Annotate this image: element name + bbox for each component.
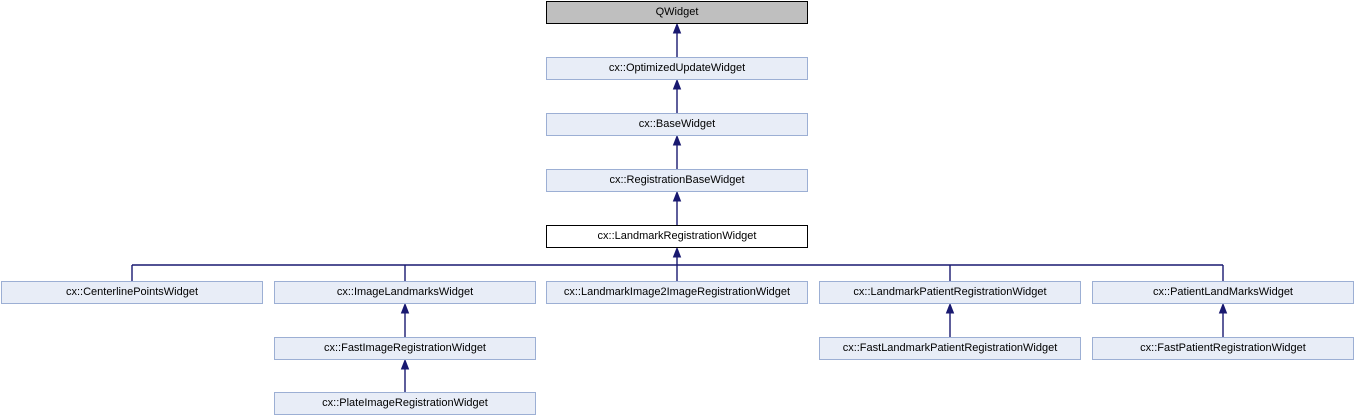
node-cx-fastpatientregistrationwidget[interactable]: cx::FastPatientRegistrationWidget (1092, 337, 1354, 360)
arrowhead (672, 190, 682, 202)
node-cx-landmarkregistrationwidget: cx::LandmarkRegistrationWidget (546, 225, 808, 248)
node-cx-fastlandmarkpatientregistrationwidget[interactable]: cx::FastLandmarkPatientRegistrationWidge… (819, 337, 1081, 360)
arrowhead (400, 358, 410, 370)
node-cx-optimizedupdatewidget[interactable]: cx::OptimizedUpdateWidget (546, 57, 808, 80)
node-cx-registrationbasewidget[interactable]: cx::RegistrationBaseWidget (546, 169, 808, 192)
node-cx-fastimageregistrationwidget[interactable]: cx::FastImageRegistrationWidget (274, 337, 536, 360)
node-cx-landmarkpatientregistrationwidget[interactable]: cx::LandmarkPatientRegistrationWidget (819, 281, 1081, 304)
node-cx-landmarkimage2imageregistrationwidget[interactable]: cx::LandmarkImage2ImageRegistrationWidge… (546, 281, 808, 304)
arrowhead (672, 22, 682, 34)
arrowhead (672, 246, 682, 258)
node-qwidget: QWidget (546, 1, 808, 24)
node-cx-imagelandmarkswidget[interactable]: cx::ImageLandmarksWidget (274, 281, 536, 304)
arrowhead (672, 78, 682, 90)
node-cx-basewidget[interactable]: cx::BaseWidget (546, 113, 808, 136)
node-cx-patientlandmarkswidget[interactable]: cx::PatientLandMarksWidget (1092, 281, 1354, 304)
arrowhead (1218, 302, 1228, 314)
node-cx-plateimageregistrationwidget[interactable]: cx::PlateImageRegistrationWidget (274, 392, 536, 415)
node-cx-centerlinepointswidget[interactable]: cx::CenterlinePointsWidget (1, 281, 263, 304)
arrowhead (400, 302, 410, 314)
arrowhead (945, 302, 955, 314)
arrowhead (672, 134, 682, 146)
